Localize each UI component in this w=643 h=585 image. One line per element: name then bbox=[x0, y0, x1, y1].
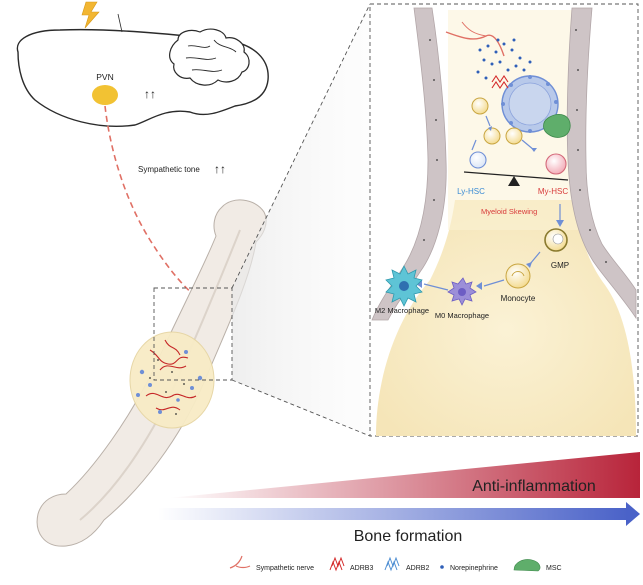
m2-macrophage-cell bbox=[385, 265, 423, 307]
focus-box bbox=[153, 287, 233, 381]
gmp-label: GMP bbox=[551, 261, 569, 270]
balance-fulcrum bbox=[508, 176, 520, 186]
bone-formation-arrowhead bbox=[626, 502, 640, 526]
sympathetic-pathway-dashed bbox=[104, 105, 206, 305]
norepinephrine-icon bbox=[440, 565, 444, 569]
sympathetic-tone-arrows: ↑↑ bbox=[214, 162, 226, 176]
legend-label-msc: MSC bbox=[546, 565, 562, 572]
hsc-cell bbox=[471, 97, 489, 115]
pvn-increase-arrows: ↑↑ bbox=[144, 87, 156, 101]
norepinephrine-dots bbox=[476, 38, 532, 80]
zoom-projection bbox=[232, 4, 370, 436]
lightning-icon bbox=[81, 1, 100, 29]
callus-dots bbox=[149, 359, 185, 415]
sympathetic-nerve-icon bbox=[229, 555, 251, 569]
cortical-bone-left bbox=[371, 7, 447, 321]
pvn-label: PVN bbox=[96, 72, 113, 82]
legend: Sympathetic nerve ADRB3 ADRB2 Norepineph… bbox=[229, 555, 562, 572]
fracture-callus bbox=[129, 331, 215, 429]
legend-item-adrb2: ADRB2 bbox=[384, 556, 429, 572]
adrb2-icon bbox=[384, 556, 400, 572]
adrb3-receptor-inset bbox=[491, 75, 509, 89]
bone-illustration bbox=[36, 199, 267, 547]
cortical-dots bbox=[423, 29, 607, 263]
cortical-bone-right bbox=[566, 7, 637, 320]
legend-label-adrb2: ADRB2 bbox=[406, 565, 429, 572]
adrb3-icon bbox=[329, 556, 345, 572]
brain-illustration: PVN ↑↑ bbox=[16, 1, 269, 127]
callus-cells bbox=[136, 350, 203, 414]
ly-hsc-label: Ly-HSC bbox=[457, 187, 485, 196]
legend-label-norepinephrine: Norepinephrine bbox=[450, 565, 498, 572]
ly-hsc-cell bbox=[469, 151, 487, 169]
balance-beam bbox=[463, 171, 569, 181]
my-hsc-cell bbox=[545, 153, 567, 175]
msc-cell bbox=[543, 114, 571, 138]
legend-item-msc: MSC bbox=[513, 559, 562, 572]
anti-inflammation-bar bbox=[168, 452, 640, 498]
hsc-daughter-left bbox=[483, 127, 501, 145]
m0-macrophage-label: M0 Macrophage bbox=[435, 311, 489, 320]
bone-formation-bar bbox=[158, 508, 628, 520]
callus-nerve-fibers bbox=[145, 339, 197, 411]
marrow-region bbox=[376, 200, 636, 436]
pvn-region bbox=[92, 85, 118, 105]
m2-macrophage-label: M2 Macrophage bbox=[375, 306, 429, 315]
legend-label-adrb3: ADRB3 bbox=[350, 565, 373, 572]
legend-item-sympathetic-nerve: Sympathetic nerve bbox=[229, 555, 314, 572]
m0-macrophage-cell bbox=[447, 277, 477, 306]
zoom-line-bottom bbox=[231, 379, 371, 437]
myeloid-skewing-label: Myeloid Skewing bbox=[481, 207, 537, 216]
legend-item-adrb3: ADRB3 bbox=[329, 556, 373, 572]
zoom-line-top bbox=[231, 3, 371, 289]
sympathetic-tone-label: Sympathetic tone bbox=[138, 165, 200, 174]
bone-marrow-inset: Ly-HSC My-HSC Myeloid Skewing GMP Monocy… bbox=[369, 3, 639, 437]
cerebellum bbox=[169, 28, 250, 86]
monocyte-label: Monocyte bbox=[501, 294, 536, 303]
msc-icon bbox=[513, 559, 541, 572]
bone-formation-label: Bone formation bbox=[354, 528, 463, 545]
my-hsc-label: My-HSC bbox=[538, 187, 568, 196]
anti-inflammation-label: Anti-inflammation bbox=[472, 478, 596, 495]
hsc-daughter-right bbox=[505, 127, 523, 145]
legend-item-norepinephrine: Norepinephrine bbox=[440, 565, 498, 572]
monocyte-cell bbox=[505, 263, 531, 289]
legend-label-sympathetic-nerve: Sympathetic nerve bbox=[256, 565, 314, 572]
